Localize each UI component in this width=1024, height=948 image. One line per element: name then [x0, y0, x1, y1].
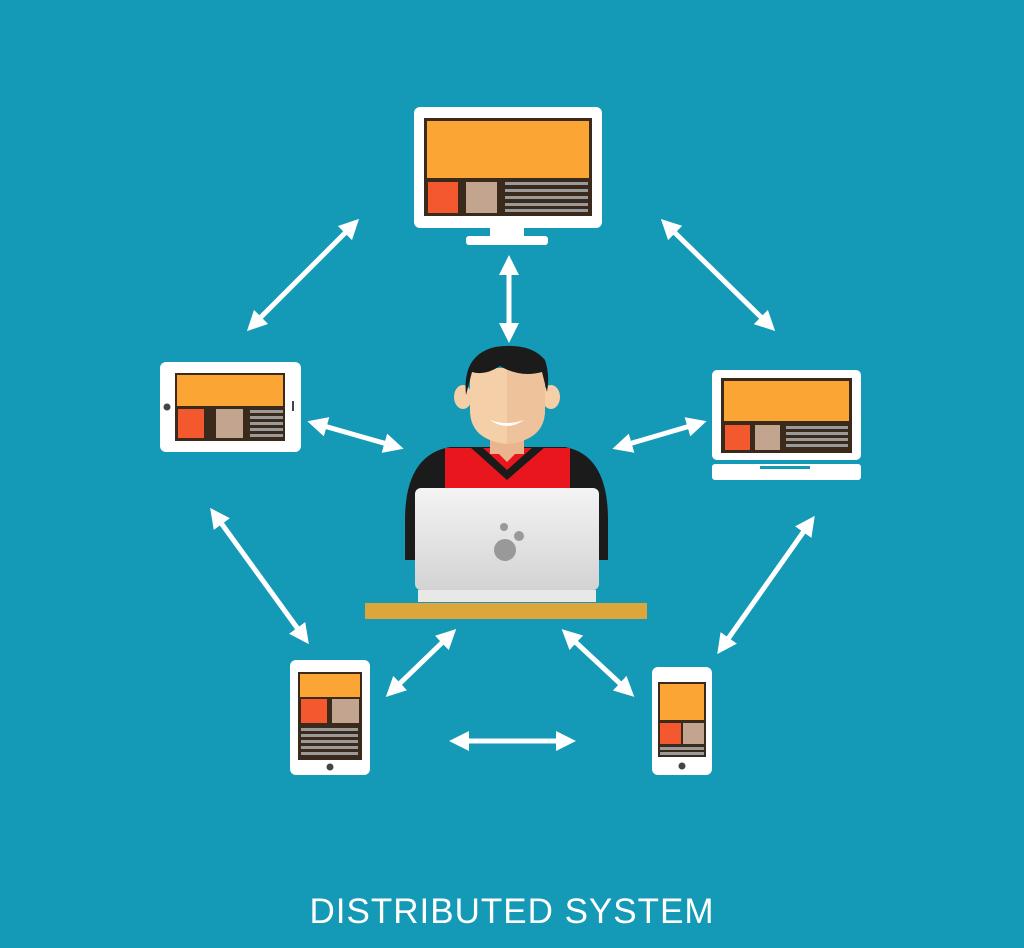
arrow-laptop-user	[612, 417, 707, 453]
tablet-icon	[160, 362, 301, 452]
arrow-tablet-ereader	[210, 507, 309, 645]
desktop-monitor-icon	[414, 107, 602, 245]
smartphone-icon	[652, 667, 712, 775]
arrow-monitor-tablet	[246, 218, 360, 332]
arrow-user-ereader	[385, 629, 457, 697]
laptop-lid	[415, 488, 599, 590]
tablet-portrait-icon	[290, 660, 370, 775]
desk	[365, 603, 647, 619]
connection-arrows	[210, 218, 815, 751]
caption-title: DISTRIBUTED SYSTEM	[309, 892, 715, 931]
arrow-user-phone	[561, 629, 635, 697]
hair	[465, 345, 549, 395]
arrow-monitor-laptop	[660, 219, 776, 331]
user-at-laptop	[365, 345, 647, 619]
arrow-laptop-phone	[717, 515, 815, 655]
arrow-tablet-user	[307, 417, 404, 453]
laptop-icon	[712, 370, 861, 480]
